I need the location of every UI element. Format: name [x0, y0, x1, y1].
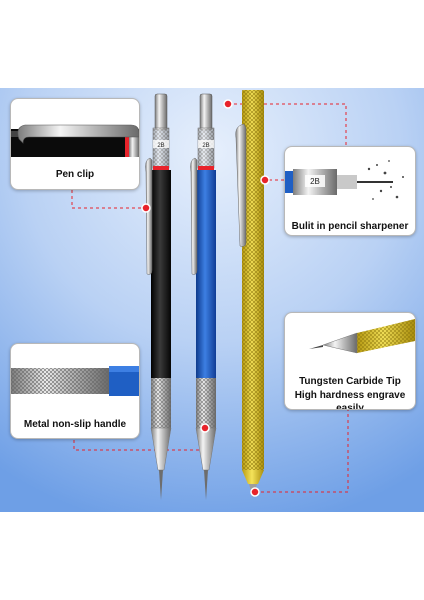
tip-callout: Tungsten Carbide Tip High hardness engra…	[284, 312, 416, 410]
handle-callout: Metal non-slip handle	[10, 343, 140, 439]
pen-clip-zoom-image	[11, 124, 139, 157]
tip-zoom-image	[309, 319, 415, 354]
dashed-leader-line	[255, 408, 349, 493]
sharpener-zoom-image: 2B	[285, 160, 404, 200]
sharpener-grade-label: 2B	[310, 177, 320, 186]
tip-caption-line1: Tungsten Carbide Tip	[299, 376, 401, 387]
red-dot-marker	[141, 203, 151, 213]
pencil-grade-label: 2B	[157, 143, 164, 149]
red-dot-marker	[200, 423, 210, 433]
pen-clip-callout: Pen clip	[10, 98, 140, 190]
red-dot-marker	[260, 175, 270, 185]
red-dot-marker	[250, 487, 260, 497]
tip-caption-line2: High hardness engrave easily	[294, 390, 406, 410]
sharpener-caption: Bulit in pencil sharpener	[291, 221, 409, 232]
sharpener-callout: 2B Bulit in pencil sharpener	[284, 146, 416, 236]
dashed-leader-line	[71, 190, 146, 209]
handle-zoom-image	[11, 366, 139, 396]
handle-caption: Metal non-slip handle	[23, 419, 127, 430]
pencil-grade-label: 2B	[202, 143, 209, 149]
pen-clip-caption: Pen clip	[55, 169, 95, 180]
red-dot-marker	[223, 99, 233, 109]
